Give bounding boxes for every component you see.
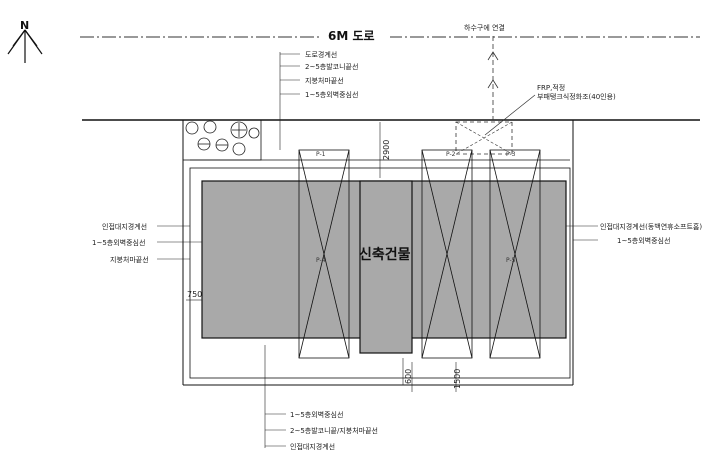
- bottom-callout-leaders: [264, 345, 286, 448]
- bottom-callout-2: 2~5층발코니끝/지붕처마끝선: [290, 426, 378, 435]
- top-callout-4: 1~5층외벽중심선: [305, 90, 358, 99]
- top-callout-3: 지붕처마끝선: [305, 76, 344, 85]
- left-callout-leaders: [157, 225, 202, 260]
- left-callout-2: 1~5층외벽중심선: [92, 238, 145, 247]
- top-callout-leaders: [279, 52, 300, 150]
- parking-label-3: P-3: [506, 151, 516, 158]
- parking-label-4: P-4: [316, 257, 326, 264]
- dimension-lines: [186, 122, 457, 392]
- top-callout-1: 도로경계선: [305, 50, 337, 59]
- septic-tank: [455, 121, 513, 155]
- north-label: N: [20, 19, 29, 32]
- right-callout-leaders: [566, 225, 598, 241]
- dim-600: 600: [404, 369, 413, 384]
- right-callout-1: 인접대지경계선(동백연휴소프트홈): [600, 222, 702, 231]
- parking-label-2: P-2: [446, 151, 456, 158]
- sewer-connection-arrow: [487, 36, 499, 120]
- landscape-shrubs-icon: [182, 119, 262, 161]
- dim-750: 750: [187, 290, 202, 299]
- top-callout-2: 2~5층발코니끝선: [305, 62, 358, 71]
- parking-label-1: P-1: [316, 151, 326, 158]
- building-core: [359, 180, 413, 354]
- dim-1500: 1500: [453, 369, 462, 389]
- sewer-label: 하수구에 연결: [464, 23, 505, 32]
- left-callout-1: 인접대지경계선: [102, 222, 147, 231]
- parking-label-5: P-5: [506, 257, 516, 264]
- septic-label: 부패탱크식정화조(40인용): [537, 92, 616, 101]
- bottom-callout-3: 인접대지경계선: [290, 442, 335, 451]
- building-label: 신축건물: [359, 246, 411, 263]
- bottom-callout-1: 1~5층외벽중심선: [290, 410, 343, 419]
- north-arrow-icon: N: [7, 19, 43, 63]
- road-label: 6M 도로: [328, 29, 375, 43]
- left-callout-3: 지붕처마끝선: [110, 255, 149, 264]
- dim-2900: 2900: [382, 140, 391, 160]
- frp-label: FRP,적정: [537, 83, 565, 92]
- parking-bays: [298, 149, 541, 359]
- right-callout-2: 1~5층외벽중심선: [617, 236, 670, 245]
